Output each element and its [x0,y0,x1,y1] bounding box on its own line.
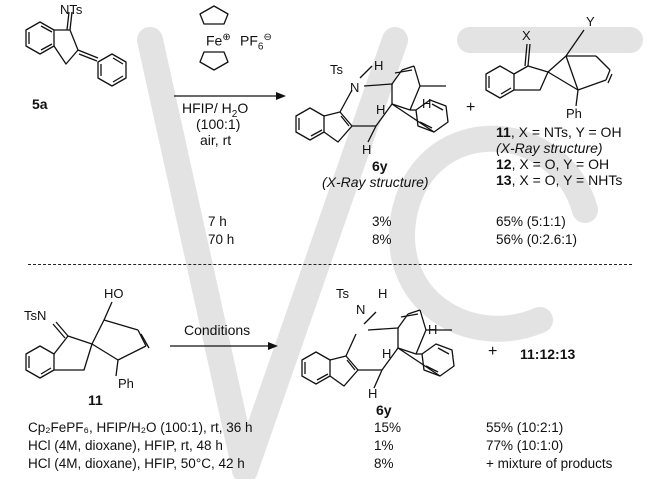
top-result-time: 70 h [208,232,235,247]
bottom-result-cond: HCl (4M, dioxane), HFIP, rt, 48 h [28,438,223,453]
prod-label-6y: 6y [372,158,388,174]
bottom-result-yield-6y: 15% [374,420,402,435]
ferrocenium-icon [199,5,229,71]
y-atom: Y [586,14,595,29]
ph-atom: Ph [566,106,582,121]
h-atom-b1: H [378,286,388,301]
xray-note: (X-Ray structure) [322,174,429,190]
n-atom-b: N [356,302,366,317]
top-result-yield-side: 65% (5:1:1) [496,214,566,229]
side-legend-line: (X-Ray structure) [496,140,603,156]
pf6-label: PF6⊖ [240,32,272,53]
bottom-result-other: 55% (10:2:1) [486,420,564,435]
top-result-yield-6y: 3% [372,214,392,229]
h-atom-2: H [376,102,386,117]
h-atom-b2: H [382,346,392,361]
solvent-label: HFIP/ H2O [182,100,249,120]
x-atom: X [522,28,531,43]
fe-label: Fe⊕ [206,32,231,49]
arrow-label-conditions: Conditions [184,322,251,338]
bottom-result-other: + mixture of products [486,456,613,471]
top-result-yield-6y: 8% [372,232,392,247]
h-atom-3: H [422,96,432,111]
bottom-result-yield-6y: 1% [374,438,394,453]
top-reaction-arrow [174,92,286,100]
plus-sign-bottom: + [488,343,498,360]
ratio-label: (100:1) [196,116,241,132]
side-legend-line: 11, X = NTs, Y = OH [496,124,622,140]
structure-6y-bottom [301,309,455,389]
h-atom-1: H [374,58,384,73]
sm-label-11: 11 [88,392,103,408]
bottom-reaction-arrow [170,342,278,350]
ts-atom: Ts [330,62,343,77]
conditions-label: air, rt [200,132,232,148]
h-atom-b3: H [428,322,438,337]
structure-11 [25,301,150,379]
ratio-title: 11:12:13 [520,346,576,362]
ts-atom-b: Ts [336,286,349,301]
bottom-result-yield-6y: 8% [374,456,394,471]
ho-atom: HO [104,286,124,301]
bottom-result-cond: Cp₂FePF₆, HFIP/H₂O (100:1), rt, 36 h [28,420,253,435]
sm-label-5a: 5a [32,96,48,112]
side-legend-line: 12, X = O, Y = OH [496,156,610,172]
structure-side-products [485,29,613,107]
bottom-result-cond: HCl (4M, dioxane), HFIP, 50°C, 42 h [28,456,245,471]
top-result-yield-side: 56% (0:2.6:1) [496,232,578,247]
bottom-result-other: 77% (10:1:0) [486,438,564,453]
structure-5a [25,11,127,87]
top-result-time: 7 h [208,214,227,229]
ph-atom-11: Ph [118,376,134,391]
tsn-atom: TsN [24,308,47,323]
section-divider [28,264,632,265]
h-atom-b4: H [368,386,378,401]
prod-label-6y-bottom: 6y [376,402,392,418]
side-legend-line: 13, X = O, Y = NHTs [496,172,623,188]
plus-sign-top: + [466,99,476,116]
n-atom: N [350,80,360,95]
h-atom-4: H [362,142,372,157]
structure-6y-top [295,65,449,143]
ntss-atom: NTs [60,2,83,17]
